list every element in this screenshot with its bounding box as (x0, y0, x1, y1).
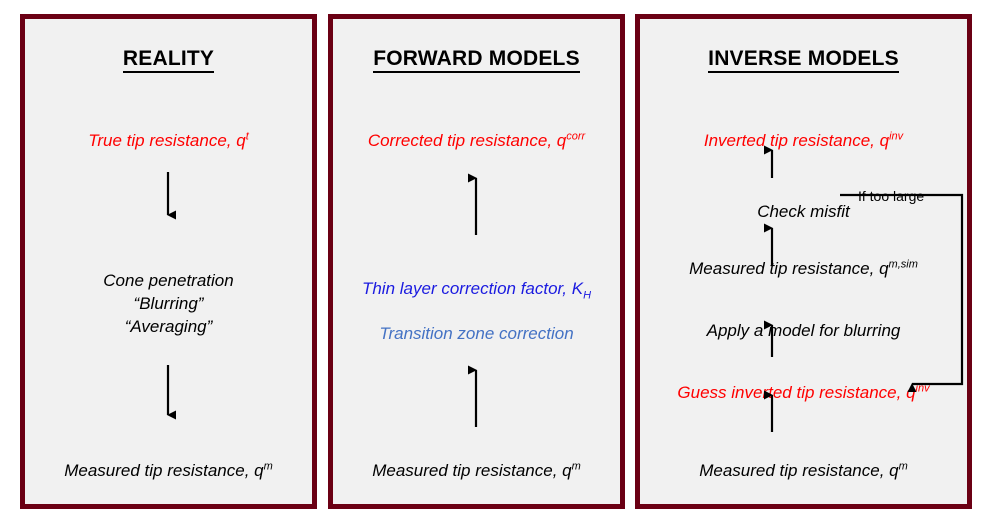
panel-forward-models: FORWARD MODELS Corrected tip resistance,… (328, 14, 625, 509)
forward-thin-layer-correction-factor-text: Thin layer correction factor, K (361, 279, 584, 298)
inverse-node-guess-inverted-tip-resistance: Guess inverted tip resistance, qinv (640, 381, 967, 404)
forward-node-measured-tip-resistance: Measured tip resistance, qm (333, 459, 620, 482)
inverse-guess-inverted-tip-resistance-text: Guess inverted tip resistance, q (677, 383, 916, 402)
inverse-node-check-misfit: Check misfit (640, 200, 967, 223)
panel-forward-models-title: FORWARD MODELS (333, 47, 620, 73)
panel-inverse-models: INVERSE MODELS Inverted tip resistance, … (635, 14, 972, 509)
reality-node-measured-tip-resistance: Measured tip resistance, qm (25, 459, 312, 482)
inverse-feedback-label: If too large (858, 188, 924, 204)
inverse-measured-tip-resistance-sup: m (898, 460, 908, 473)
forward-node-transition-zone-correction: Transition zone correction (333, 322, 620, 345)
reality-node-cone-penetration-line1: Cone penetration (25, 269, 312, 292)
reality-cone-penetration-line2-text: “Blurring” (133, 294, 204, 313)
forward-transition-zone-correction-text: Transition zone correction (379, 324, 574, 343)
reality-measured-tip-resistance-sup: m (263, 460, 273, 473)
forward-node-thin-layer-correction-factor: Thin layer correction factor, KH (333, 277, 620, 302)
inverse-measured-tip-resistance-sim-text: Measured tip resistance, q (689, 259, 889, 278)
forward-thin-layer-correction-factor-sub: H (583, 289, 592, 302)
reality-node-cone-penetration-line2: “Blurring” (25, 292, 312, 315)
panel-reality-title: REALITY (25, 47, 312, 73)
inverse-node-apply-a-model-for-blurring: Apply a model for blurring (640, 319, 967, 342)
forward-corrected-tip-resistance-text: Corrected tip resistance, q (367, 131, 567, 150)
reality-cone-penetration-line3-text: “Averaging” (124, 317, 213, 336)
inverse-inverted-tip-resistance-sup: inv (889, 130, 904, 143)
reality-node-true-tip-resistance: True tip resistance, qt (25, 129, 312, 152)
inverse-apply-a-model-for-blurring-text: Apply a model for blurring (706, 321, 901, 340)
inverse-measured-tip-resistance-sim-sup: m,sim (888, 258, 918, 271)
panel-inverse-models-title-text: INVERSE MODELS (708, 47, 899, 73)
reality-true-tip-resistance-sup: t (245, 130, 249, 143)
inverse-feedback-label-text: If too large (858, 188, 925, 204)
inverse-inverted-tip-resistance-text: Inverted tip resistance, q (703, 131, 890, 150)
panel-reality: REALITY True tip resistance, qt Cone pen… (20, 14, 317, 509)
panel-reality-title-text: REALITY (122, 47, 215, 73)
inverse-node-inverted-tip-resistance: Inverted tip resistance, qinv (640, 129, 967, 152)
reality-measured-tip-resistance-text: Measured tip resistance, q (64, 461, 264, 480)
inverse-node-measured-tip-resistance-sim: Measured tip resistance, qm,sim (640, 257, 967, 280)
forward-node-corrected-tip-resistance: Corrected tip resistance, qcorr (333, 129, 620, 152)
reality-cone-penetration-line1-text: Cone penetration (103, 271, 234, 290)
reality-node-cone-penetration-line3: “Averaging” (25, 315, 312, 338)
inverse-measured-tip-resistance-text: Measured tip resistance, q (699, 461, 899, 480)
forward-measured-tip-resistance-sup: m (571, 460, 581, 473)
reality-true-tip-resistance-text: True tip resistance, q (88, 131, 246, 150)
panel-forward-models-title-text: FORWARD MODELS (373, 47, 580, 73)
panel-inverse-models-title: INVERSE MODELS (640, 47, 967, 73)
forward-measured-tip-resistance-text: Measured tip resistance, q (372, 461, 572, 480)
forward-corrected-tip-resistance-sup: corr (566, 130, 586, 143)
inverse-check-misfit-text: Check misfit (757, 202, 850, 221)
inverse-guess-inverted-tip-resistance-sup: inv (915, 382, 930, 395)
inverse-node-measured-tip-resistance: Measured tip resistance, qm (640, 459, 967, 482)
